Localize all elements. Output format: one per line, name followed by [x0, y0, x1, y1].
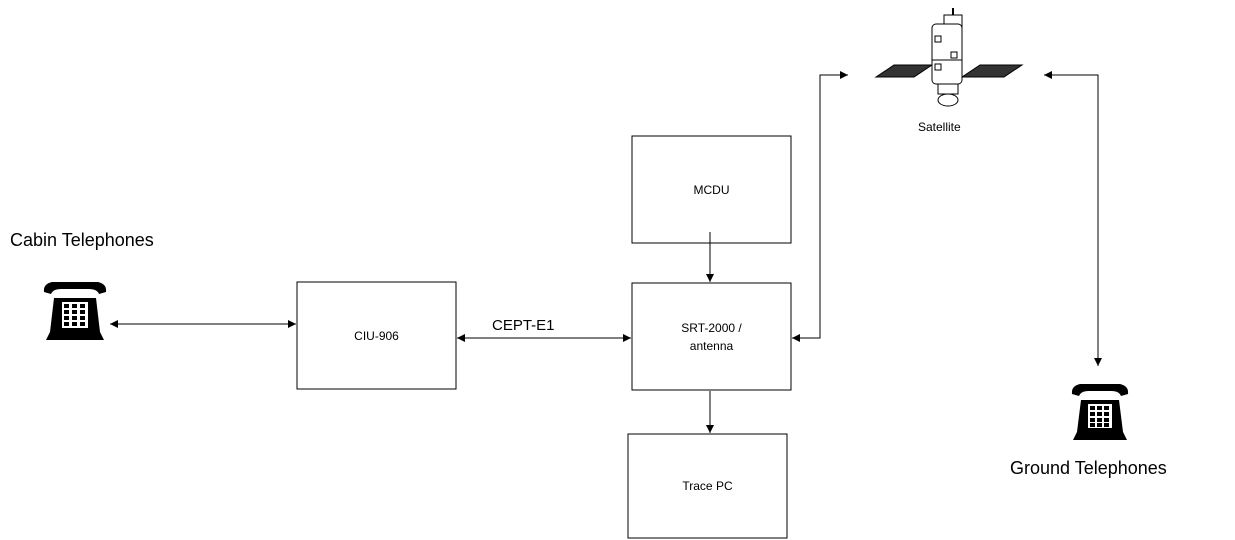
mcdu-label: MCDU — [694, 183, 730, 197]
srt-2000-box — [631, 282, 792, 391]
satellite-label: Satellite — [918, 120, 961, 134]
cabin-telephone-icon — [43, 282, 107, 340]
mcdu-box — [631, 135, 792, 244]
cept-e1-link-label: CEPT-E1 — [492, 317, 555, 334]
srt-2000-label-line1: SRT-2000 / — [681, 321, 742, 335]
srt-to-satellite-connector — [792, 71, 848, 342]
satellite-icon — [874, 8, 1024, 107]
trace-pc-box — [627, 433, 788, 539]
ground-telephone-icon — [1071, 384, 1129, 440]
trace-pc-label: Trace PC — [682, 479, 733, 493]
ground-telephones-label: Ground Telephones — [1010, 458, 1167, 478]
srt-2000-label-line2: antenna — [690, 339, 734, 353]
ciu-906-box — [296, 281, 457, 390]
cabin-telephones-label: Cabin Telephones — [10, 230, 154, 250]
ciu-906-label: CIU-906 — [354, 329, 399, 343]
satellite-to-ground-connector — [1044, 71, 1102, 366]
